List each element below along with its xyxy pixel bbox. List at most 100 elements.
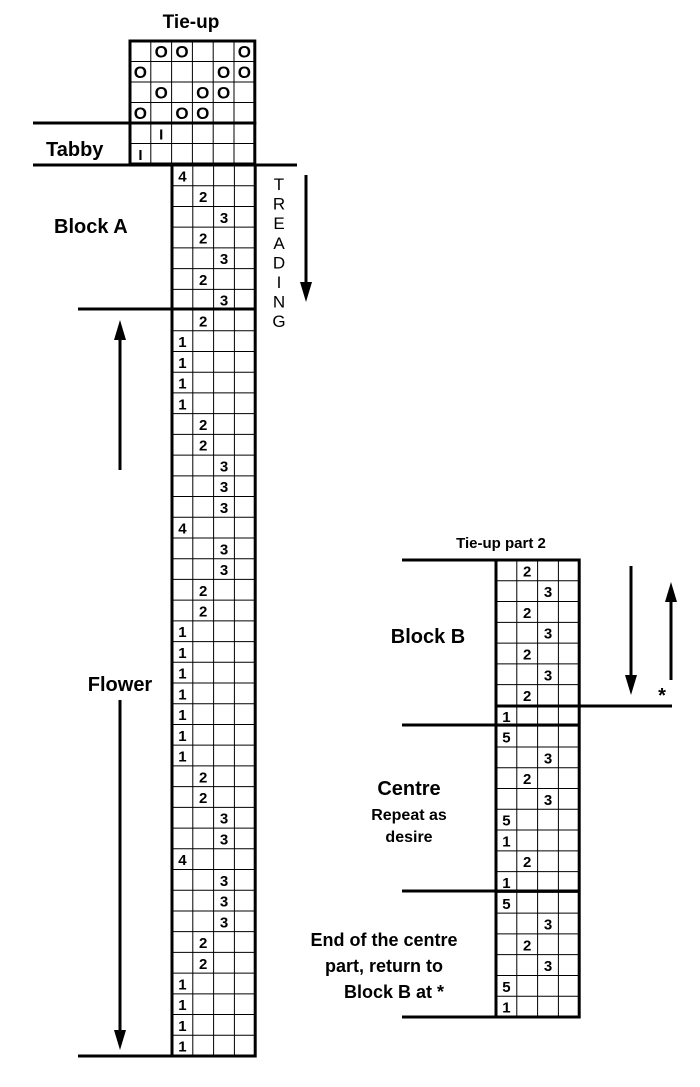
grid-border <box>494 558 581 1019</box>
treadle-number: 3 <box>220 293 228 310</box>
tie-up-circle: O <box>217 83 230 102</box>
treadle-number: 4 <box>178 168 187 185</box>
end-note-line3: Block B at * <box>344 982 444 1002</box>
tie-up-circle: O <box>175 104 188 123</box>
block-b-down-arrow <box>625 566 637 695</box>
tie-up-circle: O <box>238 63 251 82</box>
right-treadling-grid <box>494 558 581 1019</box>
tie-up-circle: O <box>175 42 188 61</box>
section-divider-lines <box>33 121 672 1058</box>
end-note-line1: End of the centre <box>310 930 457 950</box>
treading-letter: G <box>272 312 285 331</box>
treadle-number: 2 <box>523 771 531 788</box>
treadle-number: 2 <box>199 438 207 455</box>
treadle-number: 2 <box>199 769 207 786</box>
treadle-number: 1 <box>178 334 186 351</box>
treading-letter: N <box>273 293 285 312</box>
tabby-grid <box>128 121 257 166</box>
treadle-number: 3 <box>544 917 552 934</box>
treadle-number: 5 <box>502 813 510 830</box>
tie-up-part2-heading: Tie-up part 2 <box>456 535 546 552</box>
treadle-number: 3 <box>220 914 228 931</box>
treadle-number: 1 <box>178 997 186 1014</box>
treading-letter: T <box>274 175 284 194</box>
block-a-label: Block A <box>54 216 128 238</box>
tabby-label: Tabby <box>46 139 104 161</box>
treading-letter: A <box>273 234 285 253</box>
treadle-number: 3 <box>220 873 228 890</box>
treadle-number: 3 <box>220 479 228 496</box>
treadle-number: 2 <box>199 956 207 973</box>
treadle-number: 3 <box>220 831 228 848</box>
treadle-number: 2 <box>523 854 531 871</box>
flower-span-arrow-down <box>114 700 126 1050</box>
centre-note-line1: Repeat as <box>371 807 447 824</box>
centre-note-line2: desire <box>385 829 432 846</box>
flower-span-arrow-up <box>114 320 126 470</box>
block-b-label: Block B <box>391 626 465 648</box>
treadle-number: 1 <box>178 624 186 641</box>
block-b-up-arrow <box>665 582 677 680</box>
treadle-number: 3 <box>220 458 228 475</box>
treadle-number: 2 <box>199 604 207 621</box>
treadle-number: 3 <box>544 750 552 767</box>
treadle-number: 2 <box>199 583 207 600</box>
arrow-head <box>625 675 637 695</box>
treadle-number: 3 <box>544 792 552 809</box>
treadle-number: 5 <box>502 896 510 913</box>
treadle-number: 1 <box>178 1039 186 1056</box>
treading-down-arrow <box>300 175 312 302</box>
treadle-number: 1 <box>178 728 186 745</box>
treadle-number: 3 <box>220 541 228 558</box>
end-note-line2: part, return to <box>325 956 443 976</box>
treadle-number: 2 <box>199 790 207 807</box>
treadle-number: 3 <box>220 811 228 828</box>
treadle-number: 3 <box>220 562 228 579</box>
tie-up-circle: O <box>196 104 209 123</box>
treadle-number: 3 <box>544 584 552 601</box>
treadle-number: 1 <box>502 709 510 726</box>
treadle-number: 1 <box>178 396 186 413</box>
treadle-number: 3 <box>220 894 228 911</box>
treading-letter: I <box>277 273 282 292</box>
treadle-number: 4 <box>178 852 187 869</box>
treadle-number: 4 <box>178 521 187 538</box>
treadle-number: 2 <box>199 313 207 330</box>
treadle-number: 1 <box>178 1018 186 1035</box>
centre-label: Centre <box>377 778 440 800</box>
tabby-mark: I <box>159 126 163 143</box>
draft-grids <box>128 39 581 1058</box>
treadle-number: 2 <box>523 646 531 663</box>
tie-up-circle: O <box>134 63 147 82</box>
treadle-number: 1 <box>178 976 186 993</box>
treadle-number: 1 <box>178 707 186 724</box>
treadle-number: 3 <box>544 958 552 975</box>
treading-letter: E <box>273 214 284 233</box>
arrow-head <box>114 1030 126 1050</box>
main-treadling-grid <box>170 163 257 1058</box>
treadle-number: 1 <box>178 686 186 703</box>
treadle-number: 2 <box>523 688 531 705</box>
treadle-number: 1 <box>178 666 186 683</box>
treadle-number: 2 <box>199 417 207 434</box>
flower-label: Flower <box>88 674 153 696</box>
tabby-mark: I <box>138 147 142 164</box>
treadle-number: 5 <box>502 979 510 996</box>
treadle-number: 1 <box>502 875 510 892</box>
tie-up-circle: O <box>238 42 251 61</box>
treadle-number: 1 <box>178 355 186 372</box>
tie-up-circle: O <box>217 63 230 82</box>
treadle-number: 3 <box>220 251 228 268</box>
treadle-number: 2 <box>523 605 531 622</box>
treadle-number: 3 <box>544 667 552 684</box>
treadle-number: 2 <box>199 935 207 952</box>
treadle-number: 2 <box>199 231 207 248</box>
treadle-number: 3 <box>544 626 552 643</box>
tie-up-circle: O <box>155 83 168 102</box>
tie-up-circle: O <box>134 104 147 123</box>
grid-border <box>170 163 257 1058</box>
tie-up-heading: Tie-up <box>163 12 220 33</box>
treadle-number: 1 <box>178 749 186 766</box>
